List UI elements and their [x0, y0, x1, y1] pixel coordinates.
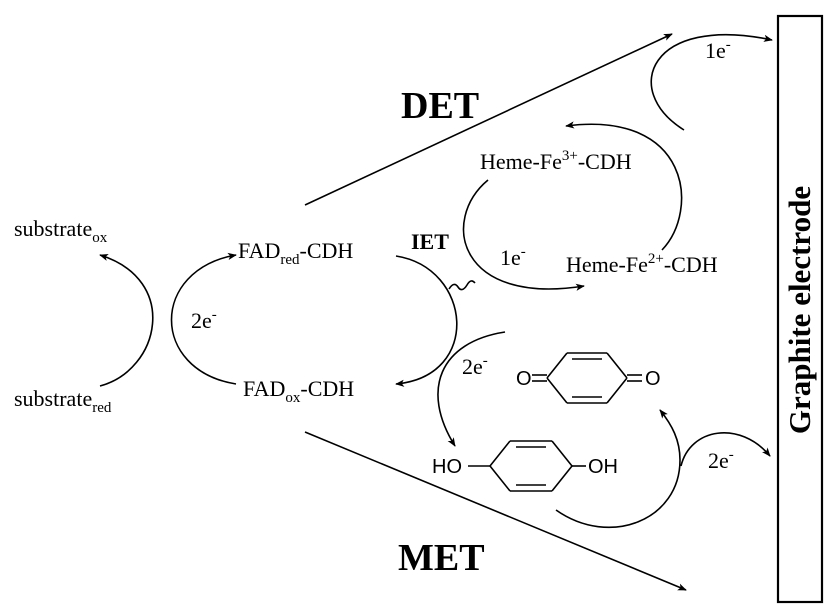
- electron-label-1e-iet: 1e-: [500, 244, 526, 270]
- fad-red-label: FADred-CDH: [238, 238, 353, 268]
- met-label: MET: [398, 537, 485, 579]
- heme-fe2-label: Heme-Fe2+-CDH: [566, 251, 718, 277]
- electrode-label: Graphite electrode: [782, 186, 817, 434]
- benzoquinone-structure: O O: [516, 352, 661, 404]
- substrate-oxidation-arrow: [99, 253, 154, 387]
- electron-label-2e-met: 2e-: [462, 353, 488, 379]
- hydroquinone-ho: HO: [432, 456, 462, 478]
- met-arrow: [304, 431, 687, 591]
- electrode-box: [776, 14, 824, 604]
- iet-wavy-link: [448, 280, 476, 291]
- met-electron-arrow: [680, 432, 771, 467]
- hydroquinone-structure: HO OH: [432, 440, 618, 492]
- fad-oxidation-arrow: [395, 255, 458, 387]
- substrate-ox-label: substrateox: [14, 216, 108, 246]
- hydroquinone-oxidation-arrow: [555, 409, 681, 529]
- electron-label-1e-top: 1e-: [705, 37, 731, 63]
- quinone-o-right: O: [645, 368, 661, 390]
- fad-ox-label: FADox-CDH: [243, 376, 354, 406]
- iet-label: IET: [411, 229, 449, 254]
- det-electron-arrow: [650, 34, 773, 131]
- det-label: DET: [401, 85, 479, 127]
- fad-reduction-arrow: [170, 252, 237, 385]
- quinone-reduction-arrow: [437, 331, 506, 447]
- quinone-o-left: O: [516, 368, 532, 390]
- heme-fe3-label: Heme-Fe3+-CDH: [480, 148, 632, 174]
- iet-heme-reduction-arrow: [462, 179, 585, 291]
- heme-oxidation-arrow: [565, 121, 683, 251]
- hydroquinone-oh: OH: [588, 456, 618, 478]
- electron-label-2e-right: 2e-: [708, 447, 734, 473]
- substrate-red-label: substratered: [14, 386, 112, 416]
- det-arrow: [304, 33, 673, 206]
- electron-label-2e-left: 2e-: [191, 307, 217, 333]
